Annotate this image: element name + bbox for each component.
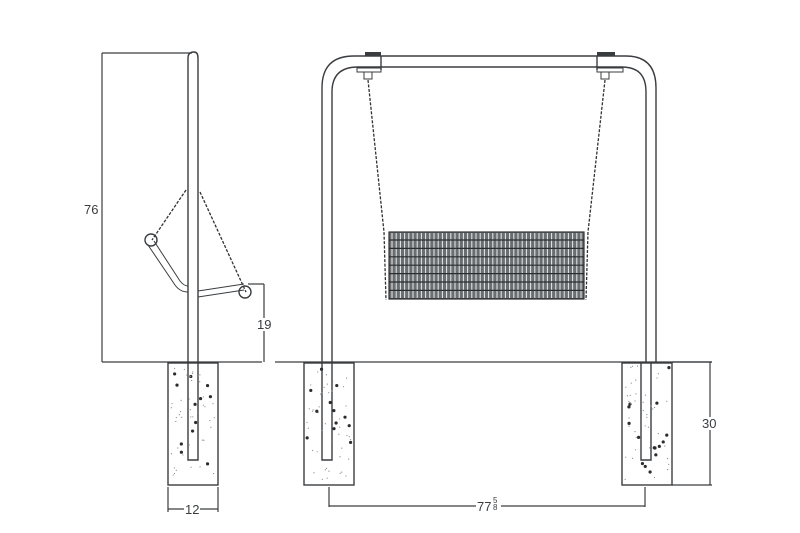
label-post-spacing: 77 bbox=[476, 499, 502, 514]
side-footing bbox=[167, 362, 219, 486]
label-footing-width: 12 bbox=[184, 502, 201, 517]
label-overall-height: 76 bbox=[83, 202, 100, 217]
label-footing-depth: 30 bbox=[701, 416, 718, 431]
dim-overall-height bbox=[101, 52, 262, 363]
front-footing-left bbox=[303, 362, 355, 486]
label-seat-height: 19 bbox=[256, 317, 273, 332]
side-post bbox=[187, 51, 199, 362]
side-seat bbox=[144, 233, 252, 299]
concrete-aggregate bbox=[170, 365, 671, 481]
left-hanger-bracket bbox=[356, 52, 382, 80]
front-view bbox=[303, 52, 712, 507]
front-seat bbox=[388, 231, 585, 300]
fraction-numerator: 5 bbox=[493, 496, 498, 505]
fraction-denominator: 8 bbox=[493, 503, 498, 512]
label-post-spacing-whole: 77 bbox=[477, 499, 492, 514]
front-chains bbox=[367, 79, 606, 301]
side-view bbox=[101, 51, 265, 512]
right-hanger-bracket bbox=[596, 52, 624, 80]
side-chains bbox=[151, 189, 247, 293]
